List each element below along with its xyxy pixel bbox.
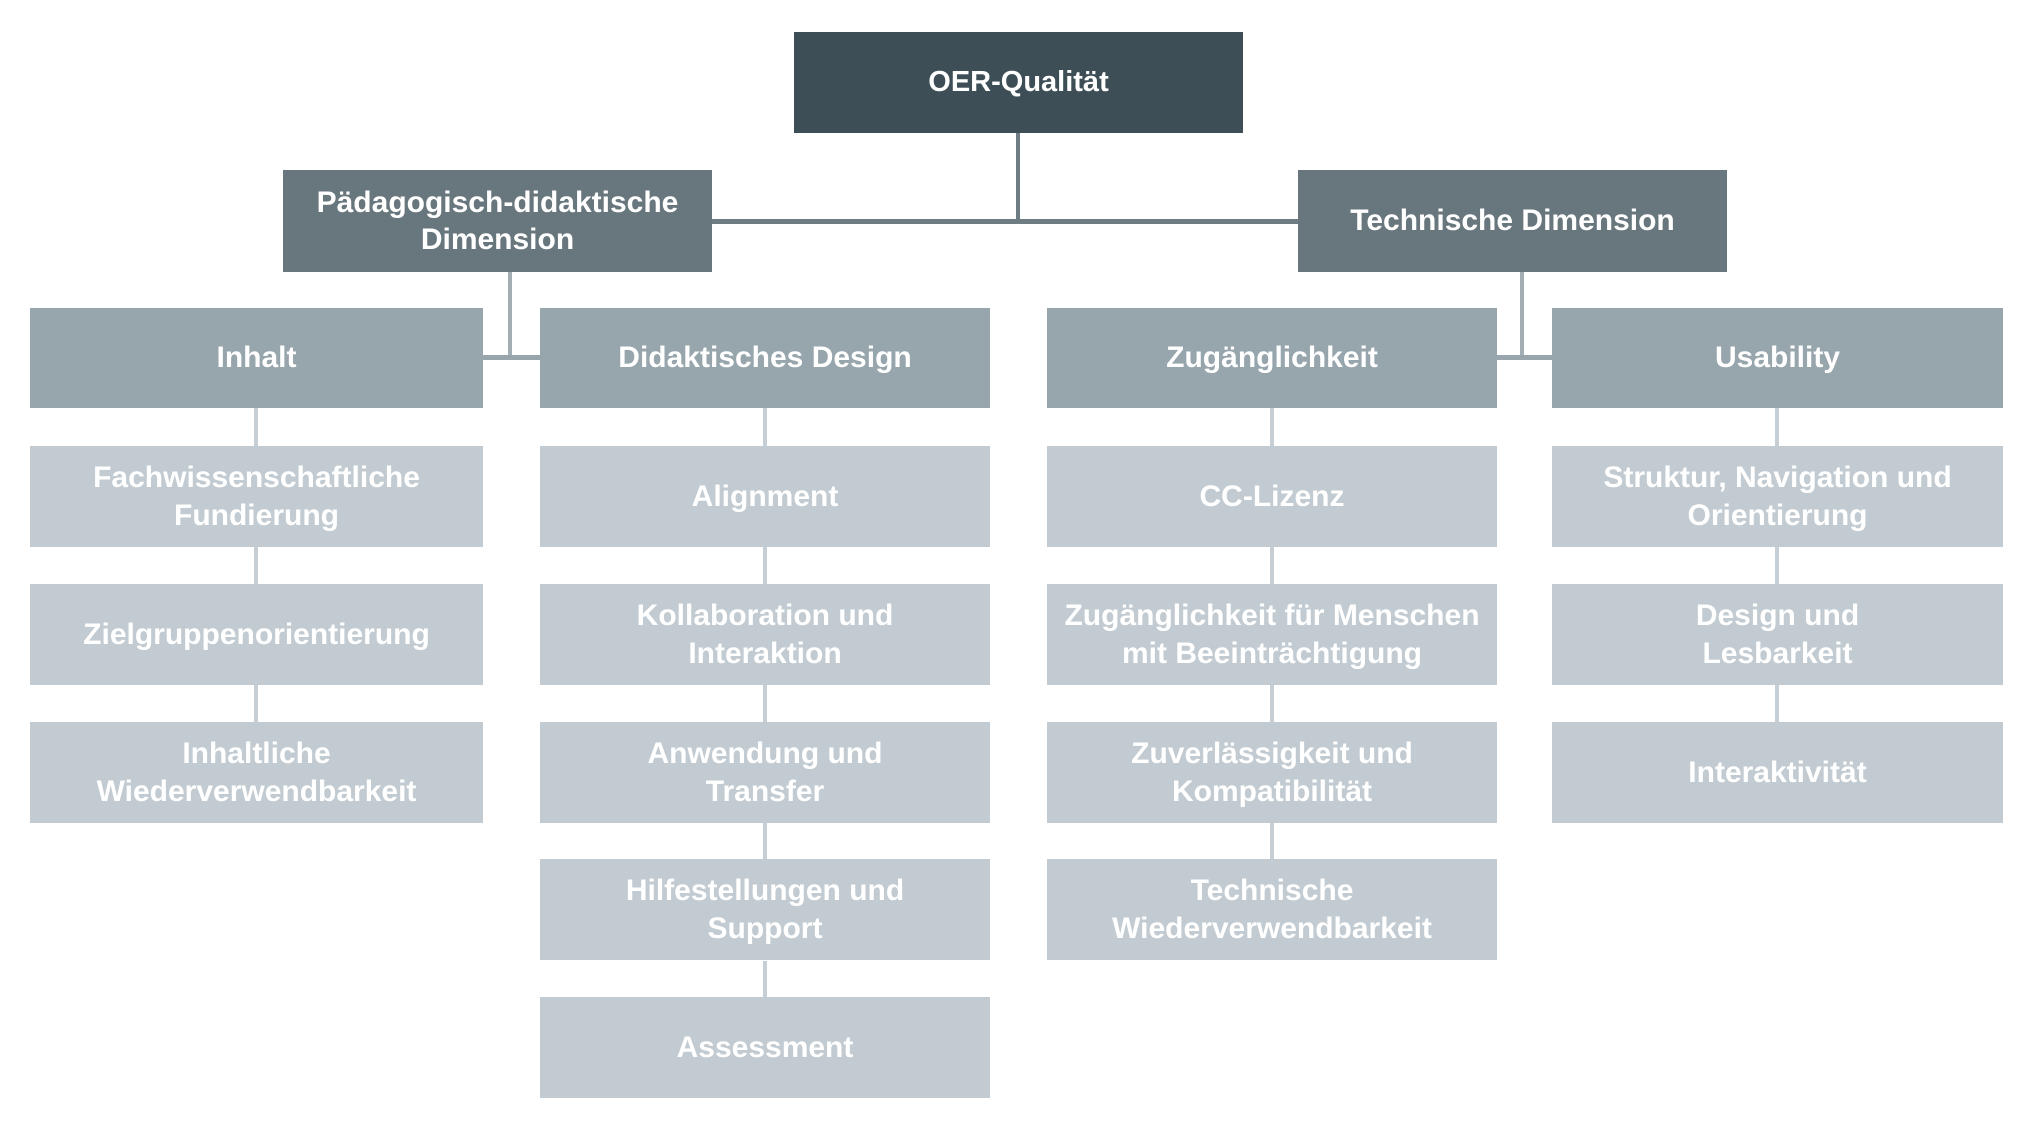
node-zuverlaessigkeit-und-kompatibilitaet: Zuverlässigkeit und Kompatibilität: [1047, 722, 1497, 823]
connector-col3-link2: [1270, 547, 1274, 584]
connector-root-horizontal: [712, 219, 1298, 224]
connector-root-vertical: [1016, 133, 1020, 224]
connector-col1-link1: [254, 408, 258, 446]
node-assessment: Assessment: [540, 997, 990, 1098]
node-technische-wiederverwendbarkeit: Technische Wiederverwendbarkeit: [1047, 859, 1497, 960]
connector-col4-link1: [1775, 408, 1779, 446]
connector-col2-link2: [763, 547, 767, 584]
connector-dimension1-horizontal: [483, 355, 540, 360]
node-didaktisches-design: Didaktisches Design: [540, 308, 990, 408]
node-paedagogisch-didaktische-dimension: Pädagogisch-didaktische Dimension: [283, 170, 712, 272]
node-inhalt: Inhalt: [30, 308, 483, 408]
connector-col2-link5: [763, 961, 767, 997]
node-fachwissenschaftliche-fundierung: Fachwissenschaftliche Fundierung: [30, 446, 483, 547]
node-zugaenglichkeit: Zugänglichkeit: [1047, 308, 1497, 408]
connector-dimension2-vertical: [1520, 272, 1524, 360]
node-zugaenglichkeit-fuer-menschen: Zugänglichkeit für Menschen mit Beeinträ…: [1047, 584, 1497, 685]
connector-col1-link2: [254, 547, 258, 584]
connector-col2-link4: [763, 823, 767, 859]
node-design-und-lesbarkeit: Design und Lesbarkeit: [1552, 584, 2003, 685]
connector-col2-link1: [763, 408, 767, 446]
node-technische-dimension: Technische Dimension: [1298, 170, 1727, 272]
node-inhaltliche-wiederverwendbarkeit: Inhaltliche Wiederverwendbarkeit: [30, 722, 483, 823]
connector-dimension2-horizontal: [1497, 355, 1552, 360]
connector-col3-link1: [1270, 408, 1274, 446]
connector-col3-link3: [1270, 685, 1274, 722]
node-anwendung-und-transfer: Anwendung und Transfer: [540, 722, 990, 823]
connector-col1-link3: [254, 685, 258, 722]
node-hilfestellungen-und-support: Hilfestellungen und Support: [540, 859, 990, 960]
connector-dimension1-vertical: [508, 272, 512, 360]
node-alignment: Alignment: [540, 446, 990, 547]
node-usability: Usability: [1552, 308, 2003, 408]
node-zielgruppenorientierung: Zielgruppenorientierung: [30, 584, 483, 685]
connector-col4-link2: [1775, 547, 1779, 584]
connector-col3-link4: [1270, 823, 1274, 859]
node-struktur-navigation-und-orientierung: Struktur, Navigation und Orientierung: [1552, 446, 2003, 547]
node-kollaboration-und-interaktion: Kollaboration und Interaktion: [540, 584, 990, 685]
node-cc-lizenz: CC-Lizenz: [1047, 446, 1497, 547]
node-oer-qualitaet: OER-Qualität: [794, 32, 1243, 133]
node-interaktivitaet: Interaktivität: [1552, 722, 2003, 823]
connector-col4-link3: [1775, 685, 1779, 722]
connector-col2-link3: [763, 685, 767, 722]
